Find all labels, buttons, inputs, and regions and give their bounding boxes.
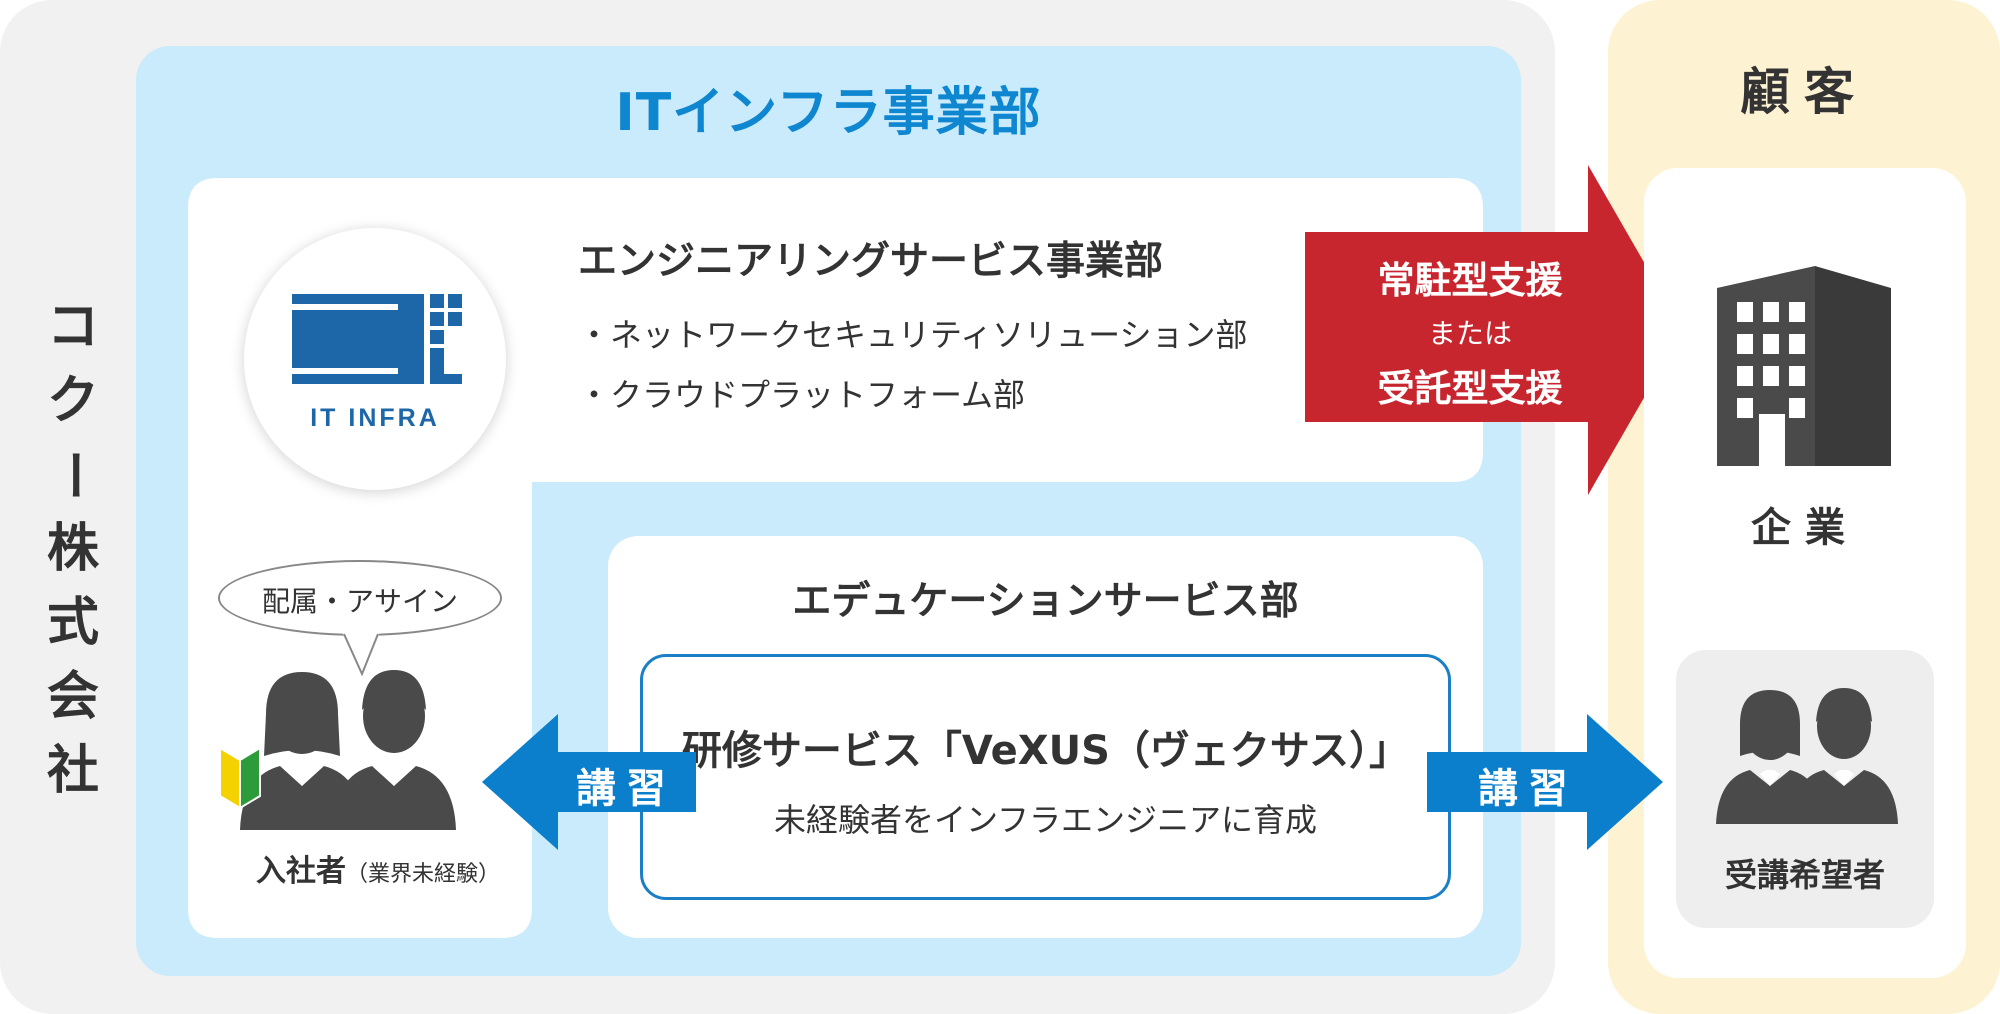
speech-bubble-text: 配属・アサイン xyxy=(261,585,458,618)
department-item: ・ネットワークセキュリティソリューション部 xyxy=(578,316,1248,354)
training-arrow-right xyxy=(1427,714,1663,850)
education-title: エデュケーションサービス部 xyxy=(792,579,1299,624)
support-arrow-line1: 常駐型支援 xyxy=(1377,259,1563,302)
new-hires-label: 入社者（業界未経験） xyxy=(218,846,538,890)
speech-bubble-tail xyxy=(342,632,380,677)
division-title: ITインフラ事業部 xyxy=(615,83,1042,143)
speech-bubble xyxy=(218,560,502,636)
vexus-service-box xyxy=(640,654,1451,900)
support-arrow-line2: または xyxy=(1427,317,1512,350)
applicants-icon xyxy=(1716,688,1898,824)
vexus-service-title: 研修サービス「VeXUS（ヴェクサス）」 xyxy=(681,728,1410,774)
beginner-mark-icon xyxy=(219,746,261,810)
company-name-char: 株 xyxy=(46,519,99,579)
company-name-char: ク xyxy=(46,371,99,431)
building-icon xyxy=(1717,266,1891,466)
training-arrow-left-label: 講習 xyxy=(576,766,676,812)
it-infra-logo-icon: IT INFRA xyxy=(292,294,462,432)
company-name: コ ク ー 株 式 会 社 xyxy=(38,290,108,808)
support-arrow-line3: 受託型支援 xyxy=(1377,367,1563,410)
it-infra-logo: IT INFRA xyxy=(244,228,506,490)
customer-title: 顧客 xyxy=(1740,63,1868,121)
company-name-char: 社 xyxy=(46,741,99,801)
training-arrow-left xyxy=(482,714,696,850)
new-hires-icon xyxy=(219,670,456,830)
company-name-char: コ xyxy=(46,297,99,357)
engineering-panel xyxy=(188,178,1483,938)
support-arrow xyxy=(1305,165,1683,495)
department-item: ・クラウドプラットフォーム部 xyxy=(578,376,1026,414)
new-hires-main: 入社者 xyxy=(255,854,346,889)
company-name-char: 式 xyxy=(46,593,99,653)
company-label: 企業 xyxy=(1751,505,1859,551)
engineering-title: エンジニアリングサービス事業部 xyxy=(578,239,1164,284)
new-hires-sub: （業界未経験） xyxy=(345,862,500,887)
vexus-service-description: 未経験者をインフラエンジニアに育成 xyxy=(773,801,1318,839)
company-name-char: 会 xyxy=(46,667,99,727)
applicants-label: 受講希望者 xyxy=(1724,856,1885,894)
logo-text: IT INFRA xyxy=(310,404,440,432)
training-arrow-right-label: 講習 xyxy=(1478,766,1578,812)
